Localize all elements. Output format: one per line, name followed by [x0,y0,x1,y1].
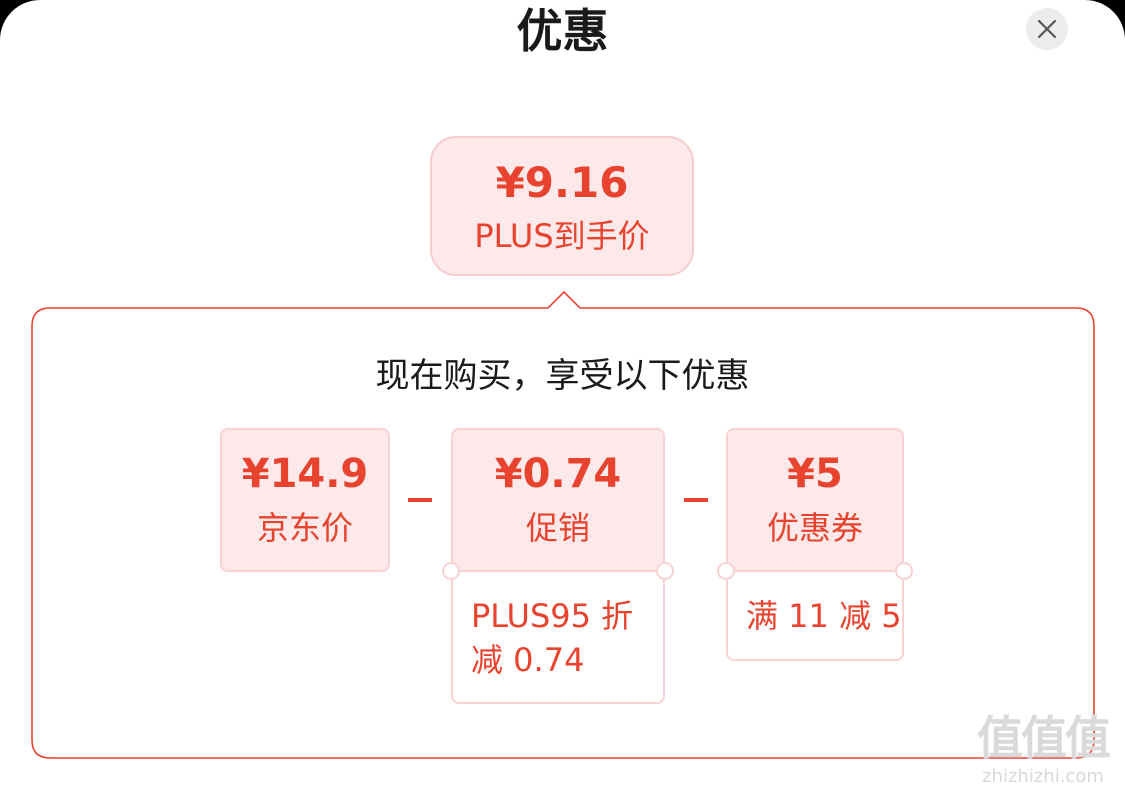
watermark-glyphs: 值值值 [977,711,1111,765]
minus-operator-2 [684,498,708,502]
promotion-notch-right [656,562,674,580]
breakdown-outline [31,290,1095,759]
jd-price-label: 京东价 [256,509,353,547]
final-price-amount: ¥9.16 [495,158,629,207]
promotion-label: 促销 [525,509,590,547]
promotion-amount: ¥0.74 [494,451,622,497]
watermark-url: zhizhizhi.com [982,766,1104,787]
sheet-title: 优惠 [516,4,609,58]
coupon-detail: 满 11 减 5 [726,570,904,661]
jd-price-card: ¥14.9 京东价 [220,428,390,572]
promotion-detail-line2: 减 0.74 [471,641,585,679]
coupon-detail-line1: 满 11 减 5 [746,597,902,635]
breakdown-subtitle: 现在购买，享受以下优惠 [375,356,750,396]
coupon-label: 优惠券 [766,509,863,547]
promotion-card: ¥0.74 促销 [451,428,665,572]
watermark: 值值值 zhizhizhi.com [968,710,1118,788]
coupon-notch-right [895,562,913,580]
coupon-card: ¥5 优惠券 [726,428,904,572]
coupon-amount: ¥5 [787,451,843,497]
coupon-notch-left [717,562,735,580]
promotion-detail-line1: PLUS95 折 [471,597,634,635]
final-price-badge: ¥9.16 PLUS到手价 [430,136,694,276]
promotion-detail: PLUS95 折 减 0.74 [451,570,665,704]
jd-price-amount: ¥14.9 [241,451,369,497]
final-price-label: PLUS到手价 [474,217,650,255]
close-icon [1037,19,1057,39]
close-button[interactable] [1026,8,1068,50]
sheet-corner-left [0,0,80,80]
minus-operator-1 [408,498,432,502]
promotion-notch-left [442,562,460,580]
